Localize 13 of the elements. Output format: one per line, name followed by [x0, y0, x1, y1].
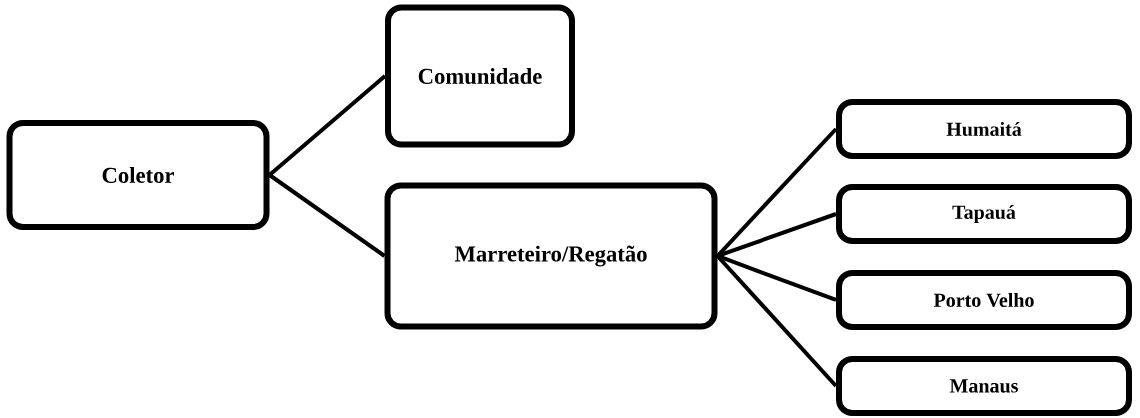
connector-line: [268, 173, 386, 258]
connector-line: [716, 212, 837, 258]
process-box: Marreteiro/Regatão: [384, 182, 718, 330]
process-box: Coletor: [6, 120, 270, 230]
process-box: Comunidade: [385, 4, 575, 148]
connector-line: [716, 254, 837, 302]
connector-line: [716, 127, 838, 258]
connector-line: [716, 254, 838, 388]
process-box: Porto Velho: [836, 270, 1132, 330]
process-box: Manaus: [836, 356, 1132, 416]
connector-line: [268, 74, 387, 177]
process-box: Humaitá: [836, 99, 1132, 159]
process-box: Tapauá: [836, 184, 1132, 244]
